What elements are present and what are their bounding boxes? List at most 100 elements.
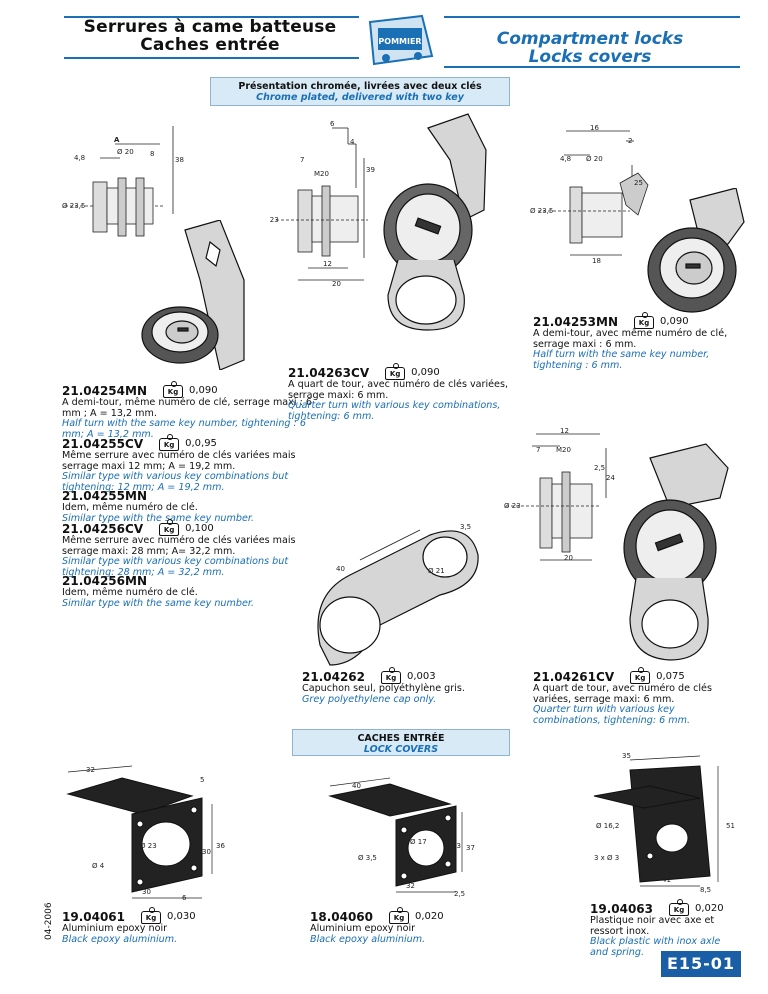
dim-d3-5: Ø 3,5 — [358, 854, 377, 862]
product-code: 21.04256CV — [62, 522, 144, 536]
lock-drawing-dimensioned-left: A Ø 20 4,8 8 38 Ø 23,5 — [62, 126, 184, 237]
weight-icon: Kg — [159, 518, 180, 536]
lock-right-drawing — [647, 188, 745, 313]
dim-8-5: 8,5 — [700, 886, 711, 894]
product-desc-en: Quarter turn with various key combinatio… — [288, 400, 501, 422]
title-fr-line1: Serrures à came batteuse — [83, 17, 337, 37]
product-desc-fr: Aluminium epoxy noir — [62, 923, 168, 934]
dim-33: 33 — [452, 842, 461, 850]
top-rule-left — [64, 16, 359, 18]
product-code: 21.04256MN — [62, 574, 147, 588]
presentation-en: Chrome plated, delivered with two key — [256, 92, 464, 103]
lock-covers-en: LOCK COVERS — [363, 744, 439, 755]
dim-18: 18 — [592, 257, 601, 265]
weight-icon: Kg — [634, 311, 654, 329]
dim-4: 4 — [350, 138, 355, 146]
dim-A: A — [114, 136, 120, 144]
dim-2-5-c2: 2,5 — [454, 890, 465, 898]
lock-long-plate-drawing — [141, 220, 245, 370]
dim-6-c: 6 — [182, 894, 187, 902]
dim-2-5: 2,5 — [594, 464, 605, 472]
weight-icon: Kg — [163, 380, 183, 398]
product-desc-en: Black epoxy aluminium. — [310, 933, 426, 945]
cap-only-drawing: 3,5 40 Ø 21 — [317, 523, 479, 666]
weight-icon: Kg — [381, 666, 402, 684]
product-code: 21.04262 — [302, 670, 366, 684]
product-21-04262: 21.04262 Kg 0,003 Capuchon seul, polyéthyl… — [302, 666, 502, 705]
lock-with-cap-right-drawing — [623, 443, 729, 661]
weight-icon: Kg — [141, 906, 162, 924]
lock-drawing-dimensioned-center: 6 4 7 M20 39 Ø 23 12 20 — [268, 120, 375, 288]
weight-icon: Kg — [630, 666, 651, 684]
title-fr: Serrures à came batteuse Caches entrée — [60, 18, 360, 54]
product-desc-en: Similar type with various key combinatio… — [62, 471, 289, 493]
dim-7: 7 — [300, 156, 304, 164]
product-desc-fr: Même serrure avec numéro de clés variées… — [62, 535, 296, 557]
product-code: 19.04061 — [62, 910, 126, 924]
dim-32-c2: 32 — [406, 882, 415, 890]
dim-30-v: 30 — [202, 848, 211, 856]
product-desc-en: Black epoxy aluminium. — [62, 933, 178, 945]
lock-covers-box: CACHES ENTRÉE LOCK COVERS — [292, 729, 510, 756]
lock-with-cap-drawing — [383, 113, 487, 331]
product-desc-fr: Plastique noir avec axe et ressort inox. — [590, 915, 715, 937]
bottom-rule-right — [444, 66, 740, 68]
product-desc-fr: A demi-tour, avec même numéro de clé, se… — [533, 328, 728, 350]
dim-8: 8 — [150, 150, 154, 158]
dim-32: 32 — [86, 766, 95, 774]
dim-30-h: 30 — [142, 888, 151, 896]
dim-40-c2: 40 — [352, 782, 361, 790]
dim-d20: Ø 20 — [117, 148, 134, 156]
cover-19-04061-drawing: 32 5 Ø 23 30 36 Ø 4 30 6 — [66, 765, 225, 902]
dim-M20-b: M20 — [556, 446, 571, 454]
product-desc-fr: Idem, même numéro de clé. — [62, 502, 198, 513]
dim-12-b: 12 — [560, 428, 569, 435]
dim-d4: Ø 4 — [92, 862, 105, 870]
dim-20-b: 20 — [564, 554, 573, 562]
dim-36: 36 — [216, 842, 225, 850]
dim-d23-c: Ø 23 — [140, 842, 157, 850]
product-weight: 0,020 — [415, 911, 444, 922]
product-weight: 0,020 — [695, 903, 724, 914]
weight-icon: Kg — [389, 906, 410, 924]
presentation-box: Présentation chromée, livrées avec deux … — [210, 77, 510, 106]
product-desc-en: Black plastic with inox axle and spring. — [590, 936, 721, 958]
presentation-fr: Présentation chromée, livrées avec deux … — [238, 81, 482, 92]
product-code: 21.04255CV — [62, 437, 144, 451]
dim-5: 5 — [200, 776, 204, 784]
weight-icon: Kg — [159, 433, 180, 451]
dim-37: 37 — [466, 844, 475, 852]
title-fr-line2: Caches entrée — [140, 35, 280, 55]
product-code: 21.04255MN — [62, 489, 147, 503]
product-desc-fr: A quart de tour, avec numéro de clés var… — [533, 683, 712, 705]
dim-d23: Ø 23 — [268, 216, 279, 224]
product-desc-en: Similar type with the same key number. — [62, 597, 254, 609]
cover-19-04063-drawing: 35 Ø 16,2 51 3 x Ø 3 41 8,5 — [593, 752, 735, 894]
dim-35: 35 — [622, 752, 631, 760]
weight-icon: Kg — [385, 362, 406, 380]
product-weight: 0,090 — [189, 385, 218, 396]
dim-M20: M20 — [314, 170, 329, 178]
product-desc-fr: Capuchon seul, polyéthylène gris. — [302, 683, 465, 694]
dim-d23-5-r: Ø 23,5 — [530, 207, 553, 215]
cover-18-04060-drawing: 40 Ø 17 33 37 Ø 3,5 32 2,5 — [328, 777, 475, 898]
dim-d16-2: Ø 16,2 — [596, 822, 619, 830]
lock-drawing-dimensioned-mid: 12 7 M20 2,5 24 Ø 23 20 — [504, 428, 615, 562]
dim-d17: Ø 17 — [410, 838, 427, 846]
product-weight: 0,003 — [407, 671, 436, 682]
dim-24: 24 — [606, 474, 615, 482]
product-21-04255MN: 21.04255MN Idem, même numéro de clé. Sim… — [62, 489, 312, 524]
product-code: 19.04063 — [590, 902, 654, 916]
product-weight: 0,075 — [656, 671, 685, 682]
dim-16: 16 — [590, 125, 599, 132]
page-number: E15-01 — [661, 951, 741, 977]
product-code: 21.04263CV — [288, 366, 370, 380]
dim-d23-b: Ø 23 — [504, 502, 521, 510]
